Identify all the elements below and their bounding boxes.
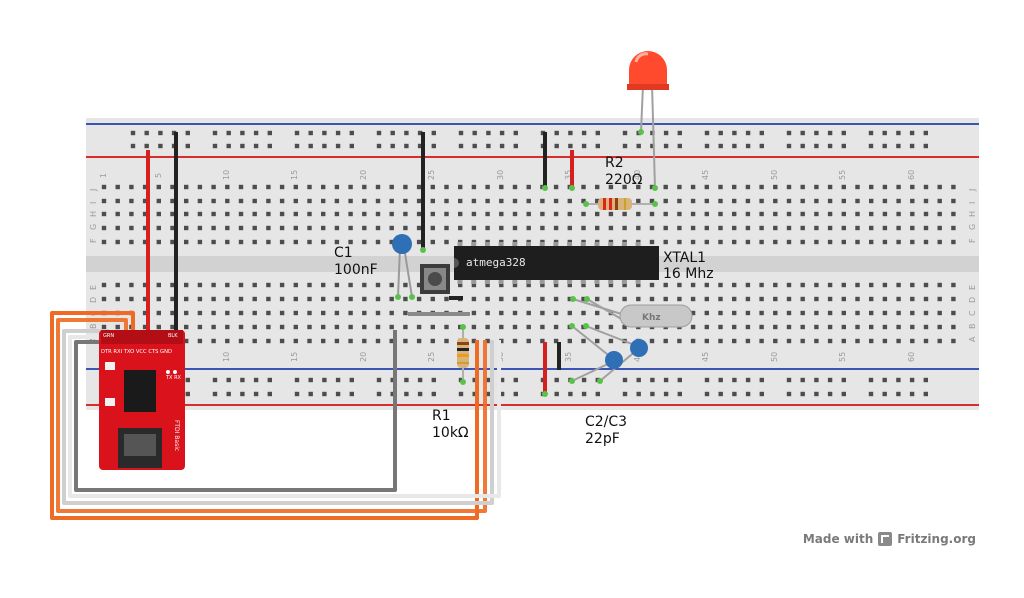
col-num-55-top: 55	[838, 170, 847, 180]
r2-ref-label: R2	[605, 155, 624, 171]
col-num-25-top: 25	[427, 170, 436, 180]
col-num-60-bottom: 60	[907, 352, 916, 362]
row-letter-h-right: H	[968, 211, 977, 217]
row-letter-i-right: I	[968, 202, 977, 204]
row-letter-d-left: D	[89, 297, 98, 303]
col-num-30-top: 30	[496, 170, 505, 180]
col-num-50-bottom: 50	[770, 352, 779, 362]
chip-label: atmega328	[466, 256, 526, 269]
c1-ref-label: C1	[334, 245, 353, 261]
ftdi-pin-labels: DTR RXI TXO VCC CTS GND	[101, 349, 172, 355]
col-num-1-top: 1	[99, 173, 108, 178]
col-num-45-bottom: 45	[701, 352, 710, 362]
col-num-35-top: 35	[564, 170, 573, 180]
atmega328-chip: atmega328	[454, 242, 659, 284]
crystal-xtal1: Khz	[570, 296, 693, 328]
row-letter-h-left: H	[89, 211, 98, 217]
c2c3-ref-label: C2/C3	[585, 414, 628, 430]
row-letter-e-right: E	[968, 285, 977, 290]
row-letter-e-left: E	[89, 285, 98, 290]
row-letter-c-right: C	[968, 310, 977, 316]
row-letter-g-left: G	[89, 224, 98, 230]
col-num-10-top: 10	[222, 170, 231, 180]
col-num-10-bottom: 10	[222, 352, 231, 362]
col-num-50-top: 50	[770, 170, 779, 180]
row-letter-j-left: J	[89, 189, 98, 192]
col-num-60-top: 60	[907, 170, 916, 180]
row-letter-b-left: B	[89, 324, 98, 330]
c1-value-label: 100nF	[334, 262, 378, 278]
resistor-r1	[457, 324, 469, 385]
fritzing-logo-icon	[878, 532, 893, 546]
chip-pins	[457, 242, 641, 284]
row-letter-f-right: F	[968, 238, 977, 243]
row-letter-g-right: G	[968, 224, 977, 230]
col-num-5-top: 5	[154, 173, 163, 178]
fritzing-footer: Made with Fritzing.org	[803, 532, 976, 546]
orange-wire-inner	[56, 318, 487, 513]
r2-value-label: 220Ω	[605, 172, 643, 188]
row-letter-i-left: I	[89, 202, 98, 204]
row-letter-j-right: J	[968, 189, 977, 192]
col-num-45-top: 45	[701, 170, 710, 180]
fritzing-brand-text: Fritzing.org	[897, 532, 976, 546]
reset-pushbutton	[420, 264, 450, 294]
ftdi-basic-board: GRN BLK DTR RXI TXO VCC CTS GND TX RX FT…	[99, 330, 185, 470]
col-num-25-bottom: 25	[427, 352, 436, 362]
col-num-15-top: 15	[290, 170, 299, 180]
ftdi-chip	[124, 370, 156, 412]
c2c3-value-label: 22pF	[585, 431, 620, 447]
col-num-20-bottom: 20	[359, 352, 368, 362]
xtal1-ref-label: XTAL1	[663, 250, 707, 266]
col-num-40-top: 40	[633, 170, 642, 180]
ftdi-blk-label: BLK	[168, 333, 178, 339]
orange-wire-outer	[50, 311, 479, 520]
xtal1-value-label: 16 Mhz	[663, 266, 714, 282]
row-letter-d-right: D	[968, 297, 977, 303]
r1-ref-label: R1	[432, 408, 451, 424]
ftdi-name: FTDI Basic	[173, 420, 180, 451]
ftdi-led-labels: TX RX	[165, 375, 182, 381]
col-num-40-bottom: 40	[633, 352, 642, 362]
made-with-text: Made with	[802, 532, 874, 546]
white-wire-outer	[62, 329, 494, 505]
ftdi-grn-label: GRN	[103, 333, 114, 339]
row-letter-f-left: F	[89, 238, 98, 243]
capacitor-c1	[392, 234, 415, 300]
breadboard-holes	[101, 130, 956, 397]
resistor-r2	[583, 198, 658, 210]
col-num-55-bottom: 55	[838, 352, 847, 362]
red-led	[627, 51, 669, 191]
row-letter-a-right: A	[968, 336, 977, 342]
white-wire-inner	[68, 335, 501, 498]
col-num-15-bottom: 15	[290, 352, 299, 362]
row-letter-b-right: B	[968, 324, 977, 330]
r1-value-label: 10kΩ	[432, 425, 469, 441]
gray-wire-loop	[74, 330, 397, 492]
crystal-label: Khz	[642, 313, 661, 323]
capacitors-c2-c3	[569, 323, 648, 384]
col-num-35-bottom: 35	[564, 352, 573, 362]
col-num-20-top: 20	[359, 170, 368, 180]
